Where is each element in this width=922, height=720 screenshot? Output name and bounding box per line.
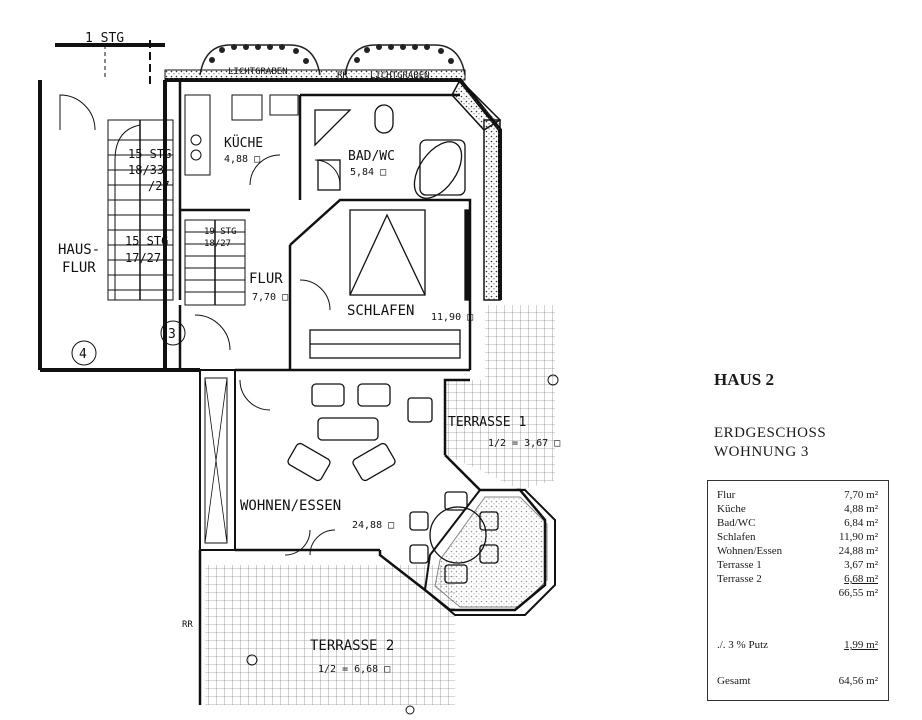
area-value: 11,90 m² — [839, 531, 878, 543]
floor-subtitle: ERDGESCHOSS WOHNUNG 3 — [714, 424, 826, 462]
label-rr2: RR — [182, 620, 193, 630]
label-terrasse2: TERRASSE 2 — [310, 638, 394, 654]
label-schlafen-area: 11,90 □ — [431, 312, 473, 323]
label-hausflur-2: FLUR — [62, 260, 96, 276]
subtotal-row: 66,55 m² — [717, 587, 881, 601]
label-stair2-a: 15 STG — [125, 234, 168, 248]
marker-4 — [71, 340, 97, 366]
area-name: Schlafen — [717, 531, 756, 543]
floor-plan: 1 STG LICHTGRABEN LICHTGRABEN RR RR KÜCH… — [38, 31, 560, 715]
living-furniture — [287, 383, 499, 584]
label-terrasse1-area: 1/2 = 3,67 □ — [488, 438, 560, 449]
stairs-flur — [184, 219, 246, 306]
label-wohnen-area: 24,88 □ — [352, 520, 394, 531]
label-flur-area: 7,70 □ — [252, 292, 288, 303]
label-stair1-c: /27 — [148, 179, 170, 193]
bedroom-furniture — [309, 209, 471, 359]
area-name: Wohnen/Essen — [717, 545, 783, 557]
label-lichtgraben-1: LICHTGRABEN — [228, 67, 288, 77]
area-row: Terrasse 1 3,67 m² — [717, 559, 881, 573]
gesamt-row: Gesamt 64,56 m² — [717, 675, 881, 689]
label-kueche: KÜCHE — [224, 134, 263, 151]
label-bad-area: 5,84 □ — [350, 167, 386, 178]
area-table: Flur 7,70 m² Küche 4,88 m² Bad/WC 6,84 m² S… — [707, 480, 889, 701]
gesamt-name: Gesamt — [717, 675, 751, 687]
putz-value: 1,99 m² — [844, 639, 878, 651]
marker-3 — [160, 320, 186, 346]
label-rr: RR — [337, 71, 348, 81]
area-value: 6,68 m² — [844, 573, 878, 585]
area-row: Wohnen/Essen 24,88 m² — [717, 545, 881, 559]
bath-fixtures — [314, 104, 466, 199]
area-value: 3,67 m² — [844, 559, 878, 571]
subtitle-unit: WOHNUNG 3 — [714, 444, 809, 460]
area-row: Flur 7,70 m² — [717, 489, 881, 503]
label-1stg: 1 STG — [85, 31, 124, 46]
label-wohnen: WOHNEN/ESSEN — [240, 498, 341, 514]
area-value: 24,88 m² — [838, 545, 878, 557]
label-num-4: 4 — [79, 347, 87, 362]
label-flur: FLUR — [249, 271, 283, 287]
label-bad: BAD/WC — [348, 149, 395, 164]
wall-band-living-left — [199, 369, 236, 551]
label-lichtgraben-2: LICHTGRABEN — [370, 71, 430, 81]
area-row: Terrasse 2 6,68 m² — [717, 573, 881, 587]
area-value: 6,84 m² — [844, 517, 878, 529]
label-hausflur-1: HAUS- — [58, 242, 100, 258]
label-num-3: 3 — [168, 327, 176, 342]
area-name: Terrasse 2 — [717, 573, 762, 585]
subtotal-value: 66,55 m² — [838, 587, 878, 599]
kitchen-fixtures — [184, 94, 299, 176]
putz-name: ./. 3 % Putz — [717, 639, 769, 651]
gesamt-value: 64,56 m² — [838, 675, 878, 687]
area-name: Flur — [717, 489, 736, 501]
label-stair3-a: 19 STG — [204, 227, 237, 237]
area-value: 4,88 m² — [844, 503, 878, 515]
label-stair1-a: 15 STG — [128, 147, 171, 161]
label-terrasse1: TERRASSE 1 — [448, 415, 526, 430]
stairs-hausflur — [107, 119, 174, 301]
label-schlafen: SCHLAFEN — [347, 303, 414, 319]
terrasse-2-floor — [205, 565, 455, 705]
house-title: HAUS 2 — [714, 370, 774, 389]
label-stair2-b: 17/27 — [125, 251, 161, 265]
area-name: Terrasse 1 — [717, 559, 762, 571]
area-value: 7,70 m² — [844, 489, 878, 501]
terrasse-1-floor — [445, 305, 555, 490]
door-swings — [59, 94, 341, 556]
subtitle-floor: ERDGESCHOSS — [714, 425, 827, 441]
bay-window — [423, 489, 556, 616]
area-name: Küche — [717, 503, 746, 515]
area-name: Bad/WC — [717, 517, 756, 529]
label-kueche-area: 4,88 □ — [224, 154, 260, 165]
label-terrasse2-area: 1/2 = 6,68 □ — [318, 664, 390, 675]
label-stair3-b: 18/27 — [204, 239, 231, 249]
putz-row: ./. 3 % Putz 1,99 m² — [717, 639, 881, 653]
area-row: Küche 4,88 m² — [717, 503, 881, 517]
wall-band-right — [483, 119, 501, 301]
label-stair1-b: 18/33 — [128, 163, 164, 177]
wall-band-corner — [451, 78, 502, 131]
wall-band-top — [164, 69, 466, 81]
area-row: Bad/WC 6,84 m² — [717, 517, 881, 531]
area-row: Schlafen 11,90 m² — [717, 531, 881, 545]
